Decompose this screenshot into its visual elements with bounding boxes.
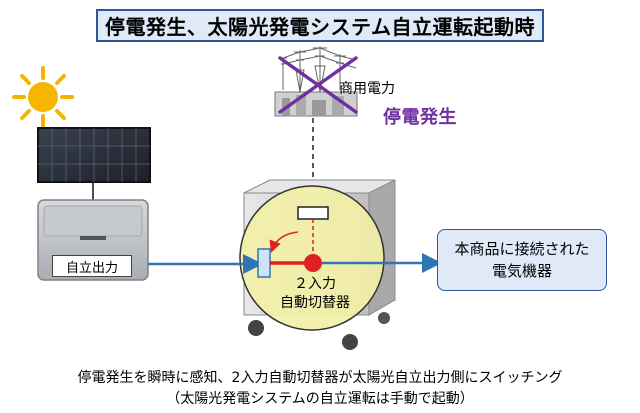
sun-icon: [12, 66, 74, 128]
auto-switch-label: ２入力 自動切替器: [260, 275, 370, 313]
caption-line1: 停電発生を瞬時に感知、2入力自動切替器が太陽光自立出力側にスイッチング: [77, 370, 563, 386]
solar-panel-icon: [37, 127, 151, 200]
diagram-title: 停電発生、太陽光発電システム自立運転起動時: [96, 9, 544, 42]
auto-switch-label-line2: 自動切替器: [280, 295, 350, 311]
auto-switch-icon: [257, 206, 329, 278]
power-plant-icon: [274, 46, 358, 117]
grid-label: 商用電力: [339, 81, 395, 97]
connected-devices-line1: 本商品に接続された: [454, 240, 590, 258]
caption-line2: （太陽光発電システムの自立運転は手動で起動）: [166, 391, 474, 407]
connected-devices-box: 本商品に接続された 電気機器: [437, 229, 607, 291]
outage-status-label: 停電発生: [383, 107, 457, 128]
self-output-label: 自立出力: [52, 255, 132, 277]
connected-devices-line2: 電気機器: [491, 262, 552, 280]
auto-switch-label-line1: ２入力: [294, 276, 336, 292]
